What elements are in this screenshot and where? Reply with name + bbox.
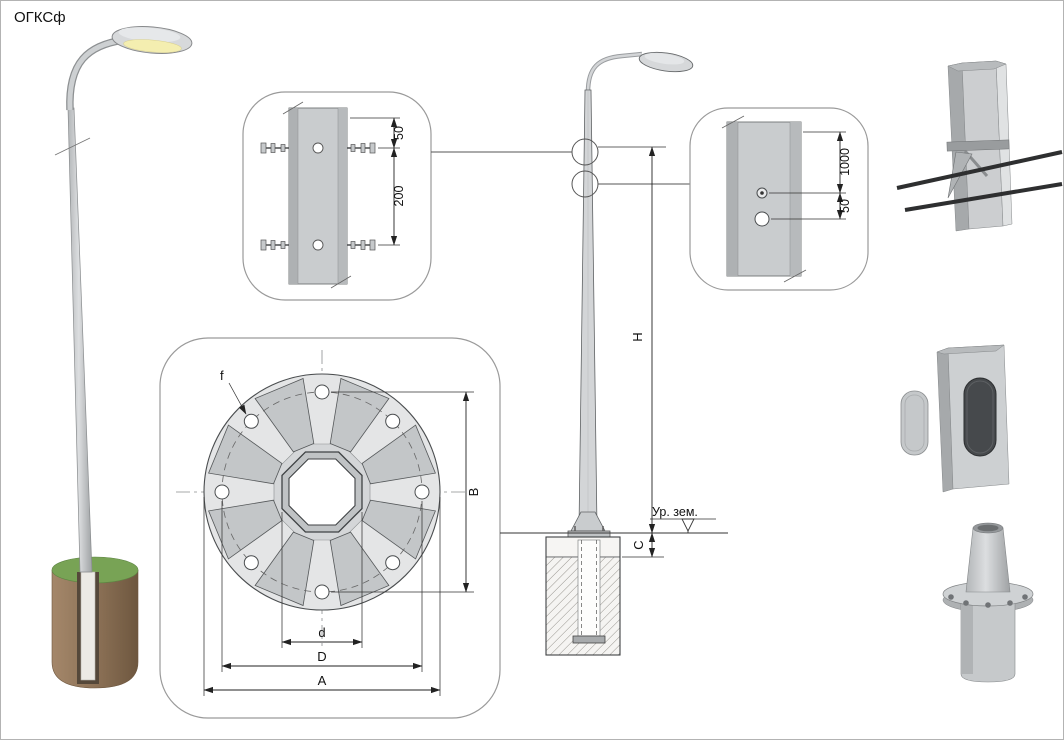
bolt-hole xyxy=(414,484,430,500)
ground-label: Ур. зем. xyxy=(652,505,698,519)
lamp-arm xyxy=(67,37,125,111)
bolt-nut xyxy=(350,144,356,152)
flange-gusset xyxy=(208,424,283,485)
detail-mount-top: 50 200 xyxy=(242,91,432,301)
bolt-hole xyxy=(314,584,330,600)
drain-hole xyxy=(754,211,770,227)
lamp-glass xyxy=(123,39,182,53)
bolt-head xyxy=(260,239,267,251)
facet-shade-left xyxy=(289,108,298,284)
dim-B: B xyxy=(466,488,481,497)
flange-gusset xyxy=(254,531,315,607)
dim-H: H xyxy=(630,332,645,341)
drawing-title: ОГКСф xyxy=(14,9,66,26)
flange-bolt xyxy=(1007,600,1013,606)
hatch-cover xyxy=(900,390,929,456)
bolt-washer xyxy=(270,240,276,250)
dim-50-top: 50 xyxy=(392,126,406,140)
base-flange-plate xyxy=(567,530,611,538)
ground-bolt-center xyxy=(760,191,764,195)
dim-1000: 1000 xyxy=(838,148,852,176)
dim-200: 200 xyxy=(392,186,406,207)
lamp-arm-2d-face xyxy=(586,52,643,93)
pole-top-face xyxy=(947,60,1007,72)
flange-bolt xyxy=(1022,594,1028,600)
mount-hole xyxy=(312,239,324,251)
facet-shade-right xyxy=(790,122,801,276)
tapered-tube xyxy=(965,527,1011,593)
bolt-head xyxy=(369,142,376,154)
cable-lower xyxy=(904,182,1063,212)
hatch-opening xyxy=(963,377,997,457)
render-cable-attachment xyxy=(896,60,1063,232)
pole-3d-render xyxy=(51,26,193,689)
bolt-hole xyxy=(385,413,401,429)
bolt-washer xyxy=(360,240,366,250)
flange-gusset xyxy=(361,499,436,560)
bolt-nut xyxy=(350,241,356,249)
render-access-hatch xyxy=(900,344,1010,493)
pole-top-face xyxy=(936,344,1005,355)
bolt-washer xyxy=(360,143,366,153)
flange-bolt xyxy=(963,600,969,606)
flange-gusset xyxy=(361,424,436,485)
break-mark xyxy=(282,101,304,115)
base-plate-embedded xyxy=(572,635,606,644)
tube-octagon-hole xyxy=(288,458,356,526)
break-mark xyxy=(783,269,807,283)
bolt-nut xyxy=(280,144,286,152)
break-mark xyxy=(721,115,745,129)
cable-band-clamp xyxy=(946,139,1010,152)
bolt-washer xyxy=(270,143,276,153)
tube-top-hole xyxy=(977,524,999,532)
bolt-hole xyxy=(214,484,230,500)
bolt-hole xyxy=(314,384,330,400)
flange-bolt xyxy=(985,602,991,608)
bolt-row xyxy=(260,239,376,251)
flange-bolt xyxy=(948,594,954,600)
facet-shade-right xyxy=(338,108,347,284)
dim-A: A xyxy=(318,673,327,688)
bolt-head xyxy=(260,142,267,154)
dim-d: d xyxy=(318,625,325,640)
dim-50-right: 50 xyxy=(838,199,852,213)
bolt-hole xyxy=(243,555,259,571)
dim-D: D xyxy=(317,649,326,664)
dim-f: f xyxy=(220,368,224,383)
bolt-head xyxy=(369,239,376,251)
level-mark-triangle xyxy=(681,518,695,533)
bolt-nut xyxy=(280,241,286,249)
lower-cylinder-shade xyxy=(961,602,973,674)
detail-mount-right: 1000 50 xyxy=(689,107,869,291)
cable-upper xyxy=(896,150,1063,190)
flange-gusset xyxy=(208,499,283,560)
flange-gusset xyxy=(329,377,390,453)
lamp-head-2d xyxy=(638,51,694,73)
flange-gusset xyxy=(254,377,315,453)
lower-cylinder xyxy=(960,601,1016,683)
facet-shade-left xyxy=(727,122,738,276)
detail-flange-plan: f B d D A xyxy=(159,337,501,719)
embedded-sleeve xyxy=(80,571,96,681)
pole-elevation: Ур. зем. H C xyxy=(431,51,728,656)
break-mark xyxy=(54,137,91,156)
bolt-row xyxy=(260,142,376,154)
mount-hole xyxy=(312,142,324,154)
dim-C: C xyxy=(631,540,646,549)
hatch-opening-rim xyxy=(966,380,994,454)
break-mark xyxy=(330,275,352,289)
hatch-cover-inner xyxy=(904,394,925,452)
lamp-head xyxy=(111,26,193,54)
flange-gusset xyxy=(329,531,390,607)
bolt-hole xyxy=(385,555,401,571)
render-flange-base xyxy=(942,522,1034,683)
lamp-cap xyxy=(118,27,181,43)
leader-f xyxy=(228,382,247,415)
bolt-hole xyxy=(243,413,259,429)
foundation-outline xyxy=(545,536,621,656)
lamp-cap-2d xyxy=(644,53,685,65)
